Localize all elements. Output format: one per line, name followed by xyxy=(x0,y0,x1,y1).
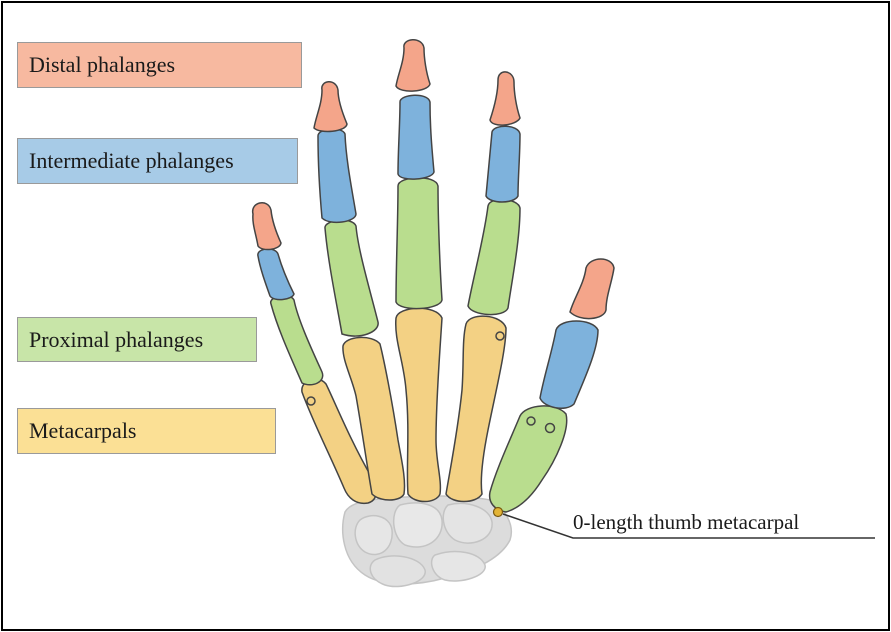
middle-metacarpal xyxy=(395,307,443,503)
thumb-metacarpal-callout-line xyxy=(502,513,875,539)
little-intermediate xyxy=(257,248,295,301)
index-finger xyxy=(445,71,521,503)
little-proximal xyxy=(270,294,324,386)
label-intermediate-phalanges: Intermediate phalanges xyxy=(17,138,298,184)
index-intermediate xyxy=(485,125,521,203)
thumb-distal xyxy=(569,258,615,320)
thumb-metacarpal-dot xyxy=(492,506,504,518)
label-metacarpals: Metacarpals xyxy=(17,408,276,454)
index-proximal xyxy=(467,198,521,316)
middle-finger xyxy=(395,39,443,503)
ring-distal xyxy=(313,81,348,133)
ring-finger xyxy=(313,81,406,501)
ring-metacarpal xyxy=(342,336,406,501)
index-metacarpal xyxy=(445,315,507,503)
thumb-intermediate xyxy=(539,320,599,410)
label-distal-phalanges: Distal phalanges xyxy=(17,42,302,88)
little-distal xyxy=(252,202,282,251)
label-thumb-metacarpal: 0-length thumb metacarpal xyxy=(573,510,800,534)
little-finger xyxy=(252,202,377,505)
index-distal xyxy=(489,71,521,126)
ring-intermediate xyxy=(317,128,357,224)
middle-intermediate xyxy=(397,94,435,180)
label-proximal-phalanges: Proximal phalanges xyxy=(17,317,257,362)
middle-proximal xyxy=(395,177,443,310)
middle-distal xyxy=(395,39,431,92)
thumb xyxy=(488,258,615,518)
carpal-bones xyxy=(342,495,512,588)
ring-proximal xyxy=(324,219,379,337)
